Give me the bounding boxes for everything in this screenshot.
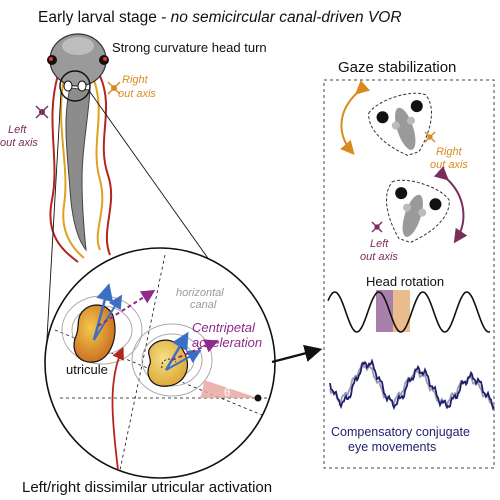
top-rotation-arrow	[340, 80, 371, 156]
horizontal-canal-label-2: canal	[190, 299, 217, 311]
gaze-panel-frame	[323, 79, 495, 469]
horizontal-canal-label-1: horizontal	[176, 287, 224, 299]
head-turn-label: Strong curvature head turn	[112, 40, 267, 55]
right-utricle	[147, 339, 189, 387]
right-out-axis-label-2: out axis	[118, 88, 156, 100]
panel-left-out-axis-label-1: Left	[370, 238, 389, 250]
eye-trace-navy	[329, 358, 495, 411]
centripetal-label-1: Centripetal	[192, 320, 256, 335]
left-head-vector	[93, 294, 123, 341]
right-eye-highlight	[103, 57, 107, 61]
utricule-label: utricule	[66, 362, 108, 377]
larva-illustration	[47, 33, 113, 263]
right-out-axis-marker	[107, 81, 121, 95]
bottom-larva-body	[402, 194, 423, 237]
left-otolith	[63, 80, 73, 92]
centripetal-label-2: acceleration	[192, 335, 262, 350]
bottom-caption: Left/right dissimilar utricular activati…	[22, 479, 272, 496]
gaze-panel-title: Gaze stabilization	[338, 59, 456, 76]
title-emphasis: no semicircular canal-driven VOR	[171, 9, 402, 26]
zoom-content: θ	[54, 254, 268, 471]
panel-left-out-axis-label-2: out axis	[360, 251, 398, 263]
left-gravity-vector	[92, 283, 114, 341]
panel-left-out-axis-marker	[371, 221, 383, 233]
result-arrow	[271, 344, 323, 364]
left-out-axis-label-2: out axis	[0, 137, 38, 149]
theta-wedge	[200, 380, 258, 398]
left-tail-line-2	[60, 77, 85, 259]
right-utricle-macula	[161, 358, 177, 369]
panel-right-out-axis-marker	[424, 131, 436, 143]
bottom-larva-otic-left	[403, 203, 412, 212]
zoom-line-left	[45, 91, 62, 357]
title-main: Early larval stage -	[38, 9, 171, 26]
top-larva-body	[395, 107, 416, 150]
eye-trace-gray	[329, 361, 495, 409]
panel-right-out-axis-label-1: Right	[436, 146, 463, 158]
panel-larva-top	[368, 92, 432, 156]
bottom-larva-otic-right	[418, 208, 427, 217]
rotation-arrow	[111, 346, 124, 471]
left-tail-line	[49, 74, 79, 263]
right-out-axis-label-1: Right	[122, 74, 149, 86]
left-centripetal-arrow	[97, 289, 156, 327]
left-axis-dot	[39, 109, 45, 115]
left-out-axis-label-1: Left	[8, 124, 27, 136]
top-larva-otic-right	[406, 116, 415, 125]
theta-label: θ	[224, 387, 230, 399]
bottom-larva-left-eye	[395, 187, 408, 200]
figure-title: Early larval stage - no semicircular can…	[38, 9, 402, 26]
rotation-highlight-tan	[393, 290, 410, 332]
top-larva-left-eye	[376, 111, 389, 124]
compensatory-label-2: eye movements	[348, 440, 436, 454]
right-head-vector	[165, 350, 202, 371]
larva-head-highlight	[62, 37, 94, 55]
bottom-rotation-arrow	[433, 166, 468, 244]
head-rotation-trace	[327, 291, 491, 333]
right-tail-line	[99, 75, 113, 256]
right-gravity-vector	[164, 331, 189, 371]
right-otolith	[77, 80, 87, 92]
right-tail-line-2	[93, 79, 104, 251]
right-axis-dot	[111, 85, 117, 91]
panel-right-out-axis-label-2: out axis	[430, 159, 468, 171]
compensatory-label-1: Compensatory conjugate	[331, 425, 470, 439]
top-larva-right-eye	[410, 100, 423, 113]
left-out-axis-marker	[35, 105, 49, 119]
otic-region-circle	[59, 70, 91, 102]
left-eye-highlight	[49, 57, 53, 61]
top-larva-otic-left	[391, 121, 400, 130]
rotation-highlight-purple	[376, 290, 393, 332]
right-centripetal-arrow	[171, 339, 219, 361]
rotation-center-dot	[254, 394, 262, 402]
head-rotation-label: Head rotation	[366, 274, 444, 289]
larva-body	[65, 87, 91, 252]
